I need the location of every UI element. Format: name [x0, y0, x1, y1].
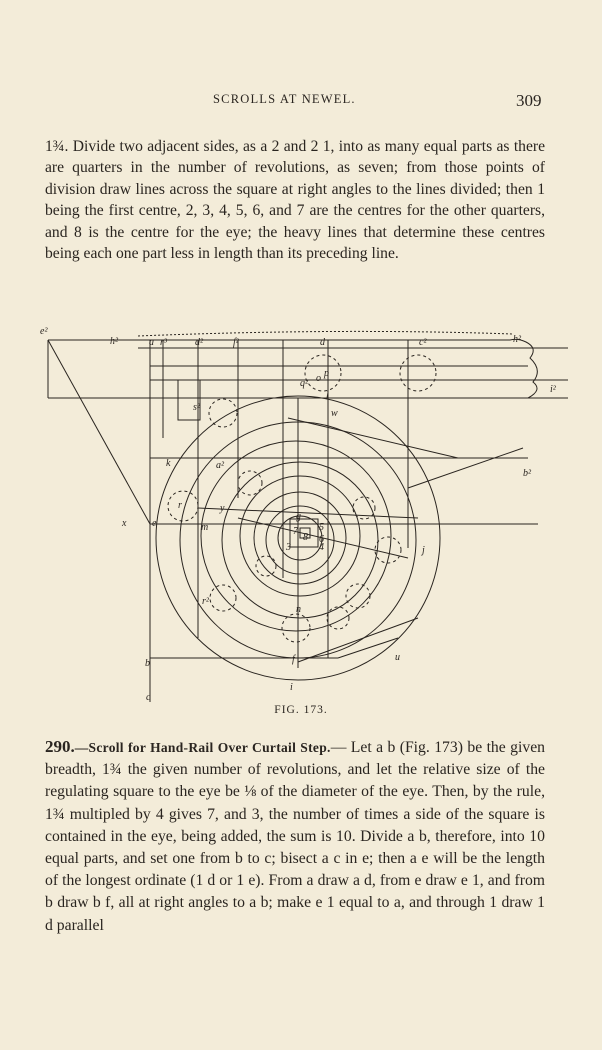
section-title: —Scroll for Hand-Rail Over Curtail Step. — [74, 740, 331, 755]
svg-text:r²: r² — [202, 596, 210, 607]
svg-text:d: d — [320, 337, 326, 348]
svg-text:k: k — [166, 458, 171, 469]
svg-text:e²: e² — [40, 326, 48, 337]
svg-text:w: w — [331, 408, 338, 419]
scroll-figure: e² h² a r³ d² f² d c² h² i² q² o p s² w k b² a² l… — [38, 318, 578, 703]
svg-text:6: 6 — [319, 534, 324, 545]
svg-text:i: i — [290, 682, 293, 693]
svg-text:x: x — [121, 518, 127, 529]
svg-text:b: b — [145, 658, 150, 669]
svg-text:c: c — [146, 692, 151, 702]
svg-text:n: n — [296, 604, 301, 615]
svg-text:e: e — [152, 518, 157, 529]
svg-text:u: u — [395, 652, 400, 663]
svg-text:p: p — [323, 368, 329, 379]
svg-text:4: 4 — [319, 542, 324, 553]
svg-text:l: l — [326, 390, 329, 401]
svg-text:b²: b² — [523, 468, 532, 479]
section-body: — Let a b (Fig. 173) be the given breadt… — [45, 739, 545, 934]
section-290: 290.—Scroll for Hand-Rail Over Curtail S… — [45, 736, 545, 937]
svg-text:h²: h² — [110, 336, 119, 347]
svg-text:a²: a² — [216, 460, 225, 471]
svg-text:m: m — [201, 522, 208, 533]
figure-caption: FIG. 173. — [274, 704, 328, 716]
svg-text:3: 3 — [285, 542, 291, 553]
svg-text:g: g — [296, 511, 301, 522]
svg-text:j: j — [420, 545, 425, 556]
svg-text:h²: h² — [513, 334, 522, 345]
svg-text:r: r — [178, 500, 182, 511]
page-header: SCROLLS AT NEWEL. 309 — [0, 91, 602, 116]
svg-text:r³: r³ — [160, 337, 168, 348]
running-head: SCROLLS AT NEWEL. — [213, 92, 356, 106]
page-number: 309 — [516, 91, 542, 110]
svg-text:d²: d² — [195, 337, 204, 348]
svg-text:s²: s² — [193, 402, 201, 413]
svg-text:a: a — [149, 337, 154, 348]
svg-text:5: 5 — [319, 522, 324, 533]
svg-text:8: 8 — [303, 532, 308, 543]
svg-text:i²: i² — [550, 384, 557, 395]
svg-text:o: o — [316, 373, 321, 384]
section-number: 290. — [45, 737, 75, 756]
paragraph-1: 1¾. Divide two adjacent sides, as a 2 an… — [45, 138, 545, 263]
svg-text:f: f — [292, 654, 296, 665]
scroll-diagram: e² h² a r³ d² f² d c² h² i² q² o p s² w k b² a² l… — [40, 326, 568, 703]
svg-text:y: y — [219, 503, 225, 514]
svg-text:f²: f² — [233, 337, 240, 348]
svg-text:7: 7 — [293, 526, 299, 537]
svg-text:c²: c² — [419, 337, 427, 348]
svg-text:q²: q² — [300, 378, 309, 389]
